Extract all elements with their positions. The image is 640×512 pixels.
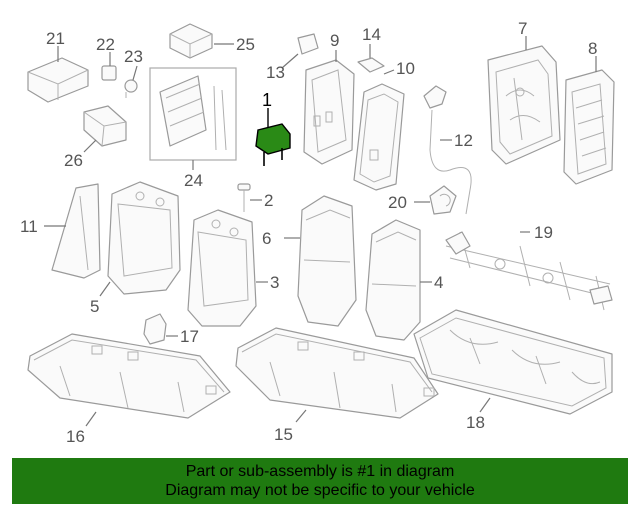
part-17-bracket: 17 bbox=[143, 313, 199, 346]
callout-7: 7 bbox=[518, 19, 527, 38]
banner-line-2: Diagram may not be specific to your vehi… bbox=[165, 482, 475, 499]
callout-4: 4 bbox=[434, 273, 443, 292]
banner-line-1: Part or sub-assembly is #1 in diagram bbox=[185, 463, 455, 480]
part-15-seat-cushion: 15 bbox=[235, 327, 439, 444]
part-3-seat-back: 3 bbox=[187, 209, 279, 327]
callout-17: 17 bbox=[180, 327, 199, 346]
part-19-seat-frame: 19 bbox=[445, 223, 613, 311]
callout-15: 15 bbox=[274, 425, 293, 444]
callout-23: 23 bbox=[124, 47, 143, 66]
callout-18: 18 bbox=[466, 413, 485, 432]
part-9-back-panel: 9 bbox=[303, 31, 355, 165]
part-13-clip: 13 bbox=[266, 33, 319, 82]
part-25-cap: 25 bbox=[169, 23, 255, 59]
callout-21: 21 bbox=[46, 29, 65, 48]
callout-22: 22 bbox=[96, 35, 115, 54]
callout-13: 13 bbox=[266, 63, 285, 82]
callout-6: 6 bbox=[262, 229, 271, 248]
callout-12: 12 bbox=[454, 131, 473, 150]
part-12-cable: 12 bbox=[423, 85, 473, 215]
part-20-clip: 20 bbox=[388, 185, 457, 215]
callout-8: 8 bbox=[588, 39, 597, 58]
part-5-seat-back: 5 bbox=[90, 181, 181, 316]
callout-5: 5 bbox=[90, 297, 99, 316]
callout-10: 10 bbox=[396, 59, 415, 78]
part-7-seat-back-frame: 7 bbox=[487, 19, 561, 165]
callout-24: 24 bbox=[184, 171, 203, 190]
parts-diagram: 21 22 23 25 26 24 13 bbox=[20, 19, 615, 446]
callout-2: 2 bbox=[264, 191, 273, 210]
part-8-seat-back-frame: 8 bbox=[563, 39, 615, 185]
callout-16: 16 bbox=[66, 427, 85, 446]
part-1-headrest: 1 bbox=[255, 90, 291, 166]
info-banner: Part or sub-assembly is #1 in diagram Di… bbox=[12, 458, 628, 504]
part-10-back-panel: 10 bbox=[353, 59, 415, 191]
part-14-bracket: 14 bbox=[357, 25, 385, 73]
part-21-armrest-cover: 21 bbox=[27, 29, 89, 103]
part-24-sub-assembly: 24 bbox=[149, 67, 237, 190]
callout-19: 19 bbox=[534, 223, 553, 242]
part-22-bracket: 22 bbox=[96, 35, 117, 81]
callout-3: 3 bbox=[270, 273, 279, 292]
part-2-guide: 2 bbox=[237, 183, 273, 212]
callout-20: 20 bbox=[388, 193, 407, 212]
part-23-screw: 23 bbox=[124, 47, 143, 98]
callout-14: 14 bbox=[362, 25, 381, 44]
part-4-seat-back-cushion: 4 bbox=[365, 219, 443, 341]
callout-1: 1 bbox=[262, 90, 272, 110]
callout-11: 11 bbox=[20, 217, 38, 236]
part-18-seat-frame: 18 bbox=[413, 309, 613, 432]
callout-9: 9 bbox=[330, 31, 339, 50]
callout-25: 25 bbox=[236, 35, 255, 54]
part-26-bracket: 26 bbox=[64, 105, 127, 170]
part-11-side-panel: 11 bbox=[20, 183, 101, 279]
part-16-seat-cushion: 16 bbox=[27, 333, 231, 446]
callout-26: 26 bbox=[64, 151, 83, 170]
part-6-seat-back-cushion: 6 bbox=[262, 195, 357, 327]
